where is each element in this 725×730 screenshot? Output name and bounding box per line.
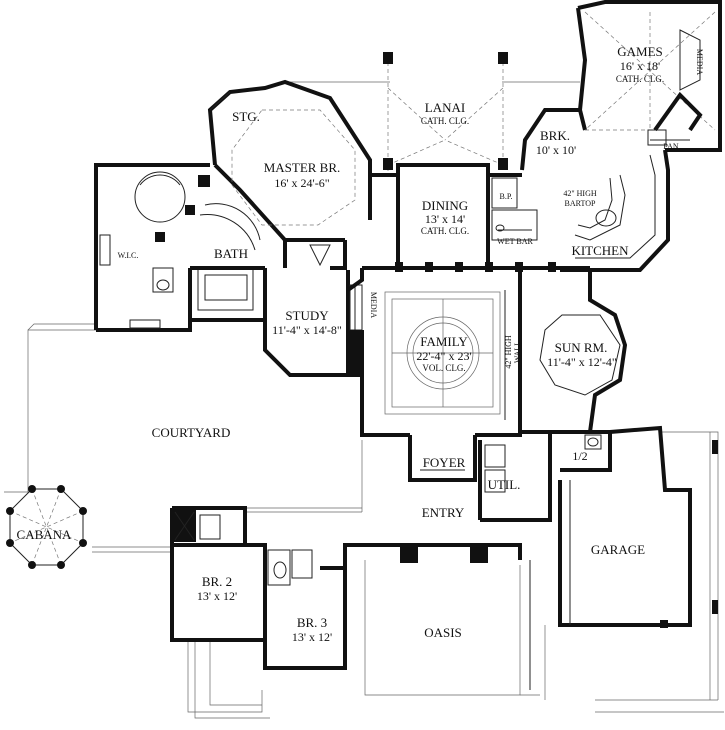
util-label: UTIL.: [488, 477, 521, 492]
cabana: [6, 485, 87, 569]
pan-label: PAN.: [663, 142, 680, 151]
garage: [529, 425, 692, 700]
garage-label: GARAGE: [591, 542, 645, 557]
wetbar-label: WET BAR: [497, 237, 533, 246]
bath-label: BATH: [214, 246, 248, 261]
lanai-label: LANAI: [425, 100, 465, 115]
study-size: 11'-4" x 14'-8": [272, 323, 342, 337]
columns: [383, 52, 718, 628]
br2-size: 13' x 12': [197, 589, 237, 603]
brk-size: 10' x 10': [536, 143, 576, 157]
courtyard-label: COURTYARD: [152, 425, 231, 440]
kitchen-area: [488, 108, 670, 272]
master-bedroom: [207, 79, 372, 270]
games-note: CATH. CLG.: [616, 74, 664, 84]
br3-size: 13' x 12': [292, 630, 332, 644]
stg-label: STG.: [232, 109, 260, 124]
study-label: STUDY: [285, 308, 329, 323]
lanai-note: CATH. CLG.: [421, 116, 469, 126]
br2-label: BR. 2: [202, 574, 232, 589]
family-room: [346, 262, 590, 437]
brk-label: BRK.: [540, 128, 570, 143]
kitchen-label: KITCHEN: [571, 243, 629, 258]
games-label: GAMES: [617, 44, 663, 59]
sunrm-label: SUN RM.: [555, 340, 608, 355]
bartop-line2: BARTOP: [565, 199, 596, 208]
entry-area: [362, 543, 522, 563]
sunrm-size: 11'-4" x 12'-4": [547, 355, 617, 369]
media-upper-label: MEDIA: [695, 49, 704, 75]
master-label: MASTER BR.: [264, 160, 341, 175]
dining-note: CATH. CLG.: [421, 226, 469, 236]
media-family-label: MEDIA: [369, 292, 378, 318]
dining-size: 13' x 14': [425, 212, 465, 226]
oasis-label: OASIS: [424, 625, 462, 640]
room-labels: GAMES 16' x 18' CATH. CLG. MEDIA LANAI C…: [17, 44, 704, 644]
wall42-line1: 42" HIGH: [504, 335, 513, 368]
cabana-label: CABANA: [17, 527, 73, 542]
outdoor-outlines: [4, 55, 724, 719]
games-room: [576, 0, 722, 152]
wic-label: W.I.C.: [118, 251, 139, 260]
dining-room: [372, 163, 538, 270]
games-size: 16' x 18': [620, 59, 660, 73]
family-label: FAMILY: [420, 334, 468, 349]
family-note: VOL. CLG.: [422, 363, 465, 373]
half-bath-label: 1/2: [572, 449, 587, 463]
bath-area: [94, 163, 267, 332]
br3-label: BR. 3: [297, 615, 327, 630]
foyer-area: [408, 430, 612, 522]
foyer-label: FOYER: [423, 455, 466, 470]
bartop-line1: 42" HIGH: [563, 189, 596, 198]
dining-label: DINING: [422, 198, 468, 213]
master-size: 16' x 24'-6": [274, 176, 329, 190]
entry-label: ENTRY: [422, 505, 465, 520]
bp-label: B.P.: [500, 192, 513, 201]
wall42-line2: WALL: [513, 341, 522, 363]
bedrooms: [170, 506, 362, 670]
family-size: 22'-4" x 23': [416, 349, 471, 363]
